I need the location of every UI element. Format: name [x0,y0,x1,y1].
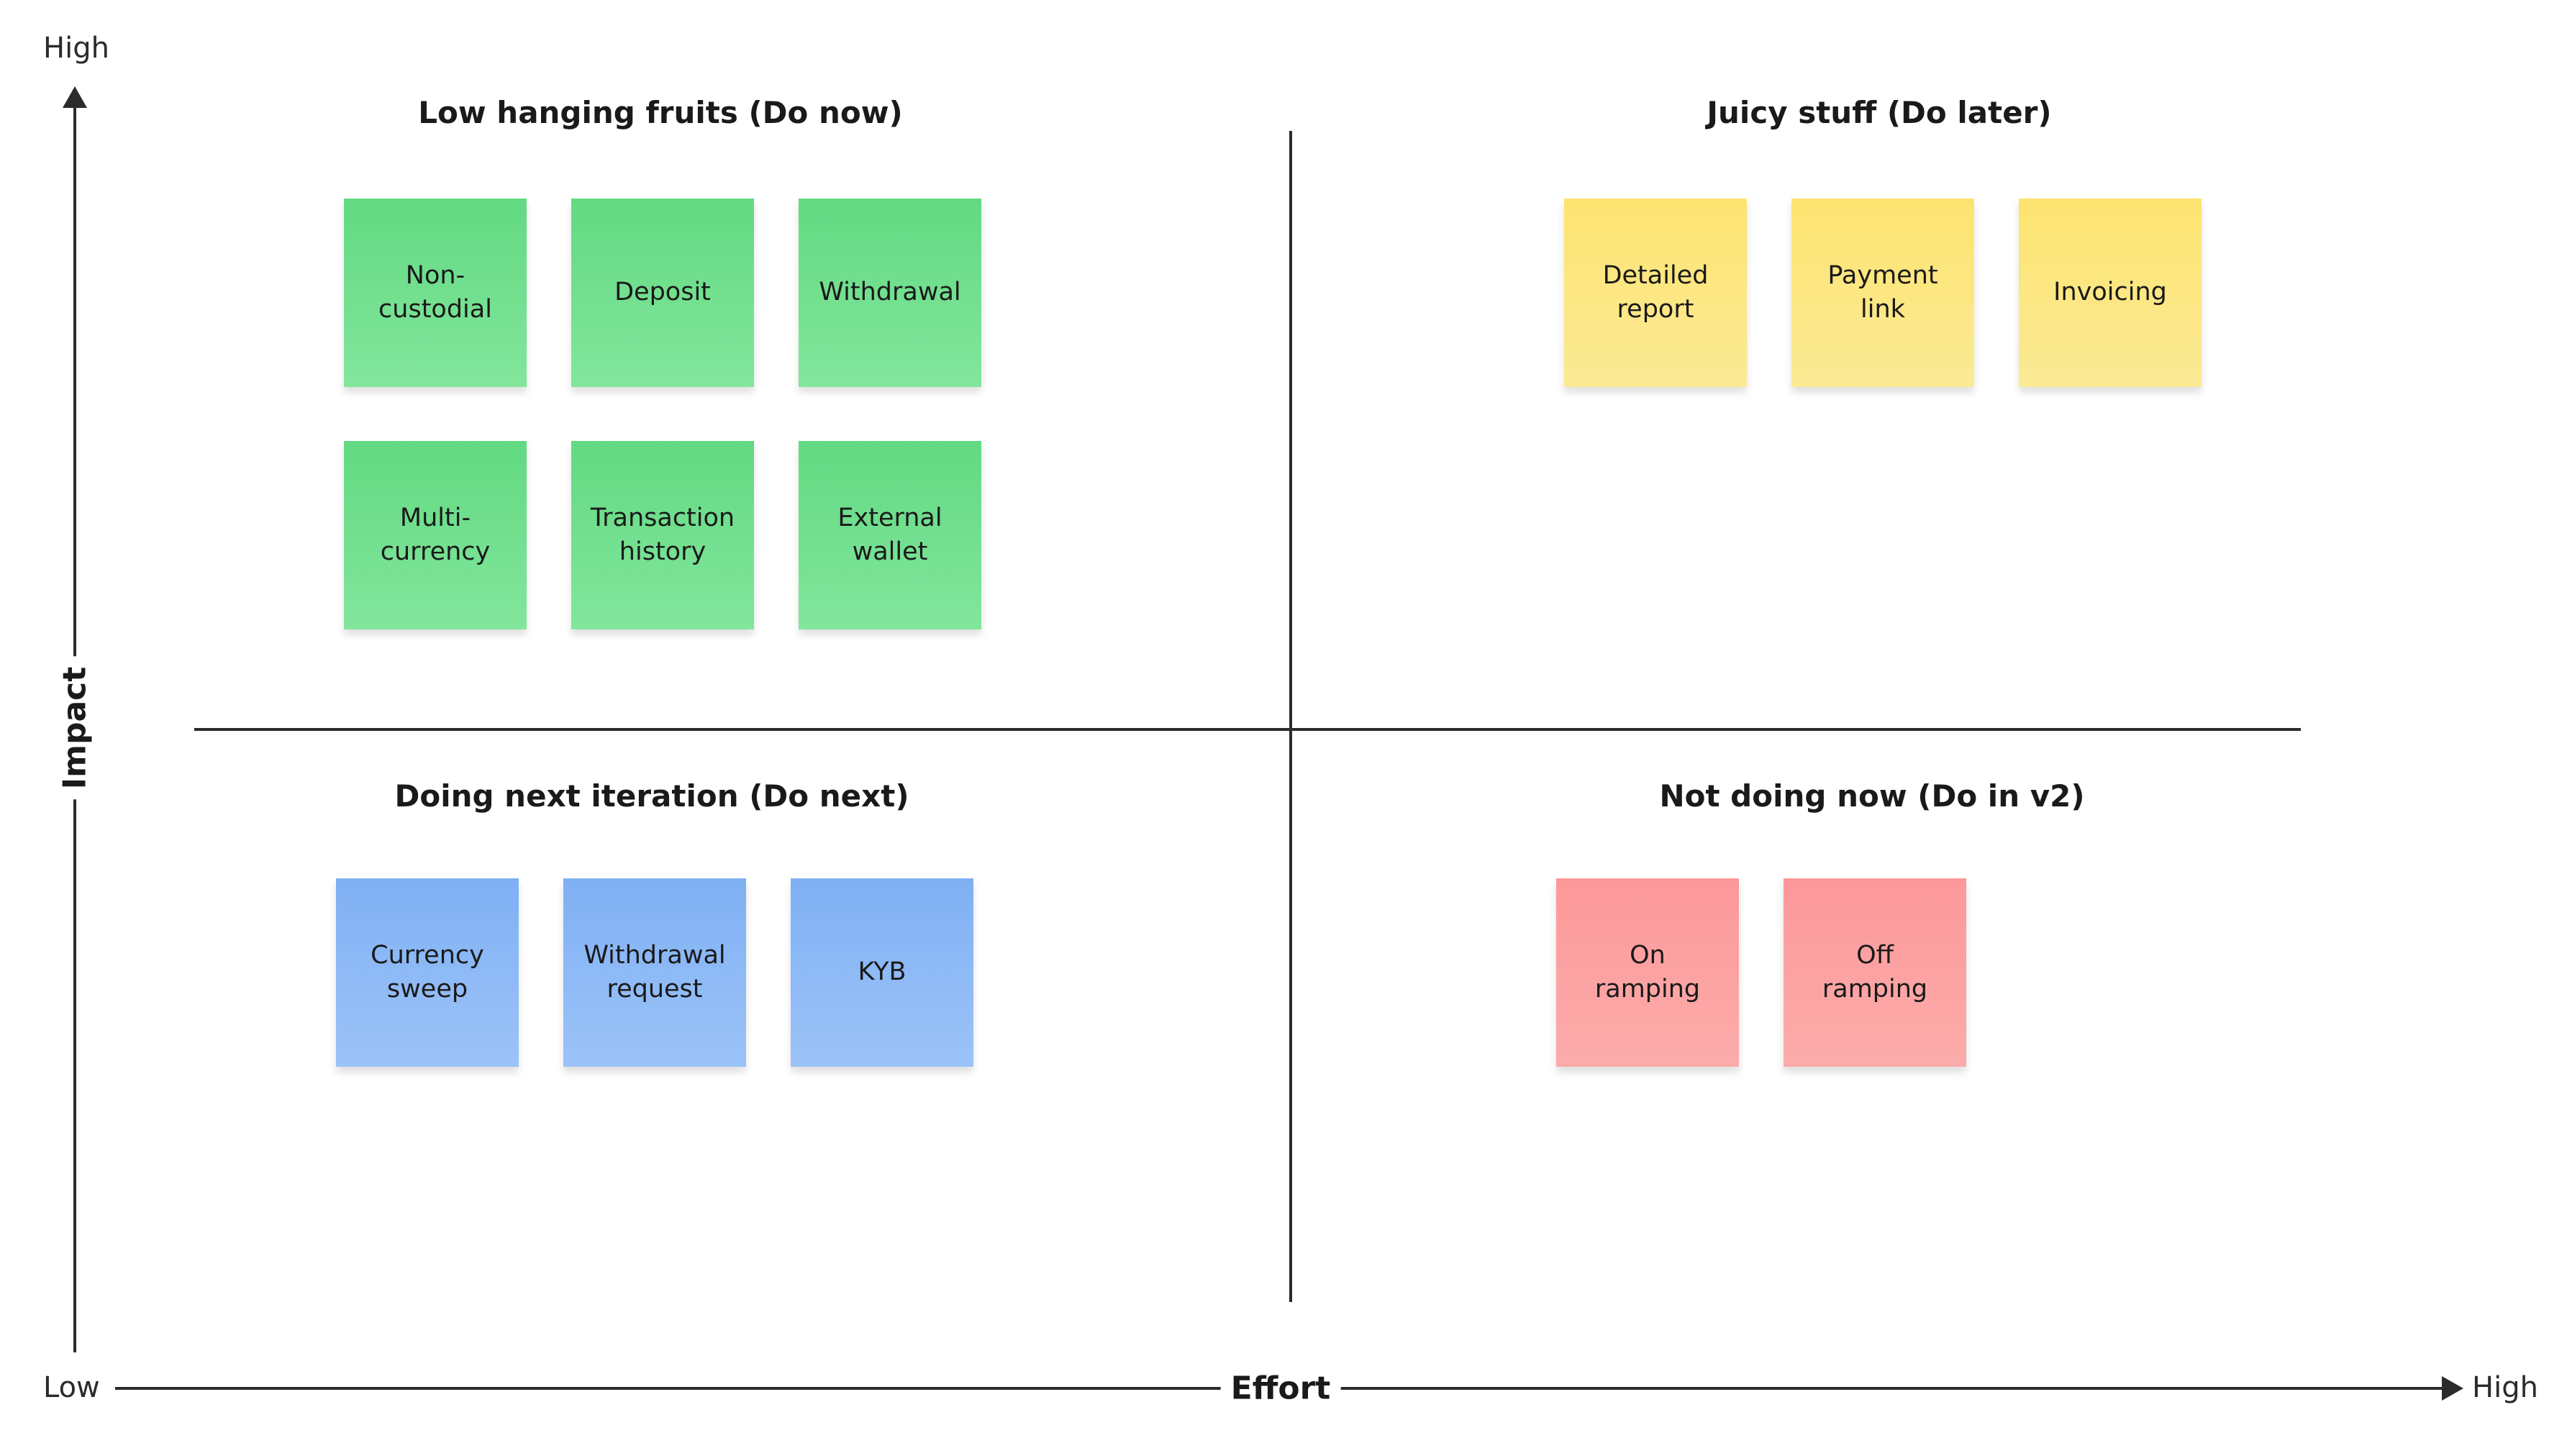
quadrant-title-do-next: Doing next iteration (Do next) [394,778,909,814]
quadrant-title-do-now: Low hanging fruits (Do now) [418,95,903,130]
sticky-note-label: On ramping [1594,940,1701,1004]
sticky-note-kyb[interactable]: KYB [791,878,973,1067]
sticky-note-transaction-history[interactable]: Transaction history [571,441,754,629]
sticky-note-multi-currency[interactable]: Multi-currency [344,441,527,629]
sticky-note-external-wallet[interactable]: External wallet [799,441,981,629]
y-axis-high-label: High [43,32,109,65]
sticky-note-label: Detailed report [1602,260,1709,324]
sticky-note-label: Deposit [614,278,711,307]
sticky-note-invoicing[interactable]: Invoicing [2019,199,2202,387]
quadrant-title-do-later: Juicy stuff (Do later) [1707,95,2052,130]
sticky-note-label: Non-custodial [378,260,492,324]
sticky-note-label: Payment link [1827,260,1938,324]
sticky-note-label: KYB [858,957,907,987]
sticky-note-deposit[interactable]: Deposit [571,199,754,387]
quadrant-title-do-in-v2: Not doing now (Do in v2) [1659,778,2085,814]
sticky-note-label: Withdrawal [819,278,961,307]
sticky-note-currency-sweep[interactable]: Currency sweep [336,878,519,1067]
sticky-note-label: Invoicing [2053,278,2167,307]
sticky-note-detailed-report[interactable]: Detailed report [1564,199,1747,387]
sticky-note-label: Transaction history [590,503,735,566]
x-axis-arrow-icon [2442,1376,2463,1401]
sticky-note-label: Multi-currency [380,503,491,566]
x-axis-title: Effort [1220,1370,1341,1407]
sticky-note-withdrawal[interactable]: Withdrawal [799,199,981,387]
x-axis-low-label: Low [43,1371,100,1404]
sticky-note-off-ramping[interactable]: Off ramping [1784,878,1966,1067]
sticky-note-non-custodial[interactable]: Non-custodial [344,199,527,387]
sticky-note-withdrawal-request[interactable]: Withdrawal request [563,878,746,1067]
quadrant-divider-horizontal [194,728,2301,731]
sticky-note-on-ramping[interactable]: On ramping [1556,878,1739,1067]
quadrant-divider-vertical [1289,131,1292,1302]
x-axis-high-label: High [2472,1371,2538,1404]
sticky-note-label: Withdrawal request [583,940,726,1004]
sticky-note-payment-link[interactable]: Payment link [1791,199,1974,387]
sticky-note-label: Currency sweep [371,940,484,1004]
y-axis-arrow-icon [63,86,87,108]
sticky-note-label: External wallet [837,503,942,566]
y-axis-title: Impact [56,656,94,800]
sticky-note-label: Off ramping [1822,940,1928,1004]
